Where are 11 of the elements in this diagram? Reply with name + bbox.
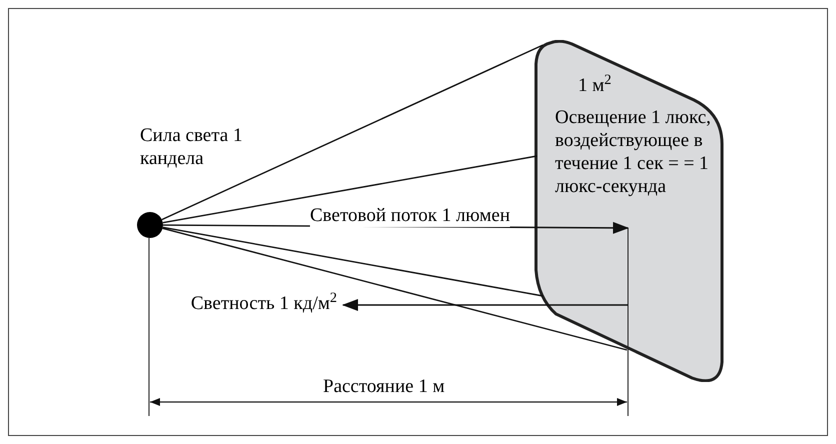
source-label: Сила света 1 кандела [140,124,244,170]
edge-label: Светность 1 кд/м$^{2}$ [190,292,337,315]
light-ray [162,228,628,351]
light-ray [162,155,538,224]
area-label: 1 м$^{2}$ [578,74,612,97]
illuminated-surface [534,40,726,382]
light-ray [162,226,544,297]
dimension-label: Расстояние 1 м [323,375,445,398]
illuminance-text: Освещение 1 люкс, воздействующее в течение 1 сек = = 1 люкс-секунда [555,106,712,198]
light-ray [162,44,544,220]
arrow [342,299,628,311]
